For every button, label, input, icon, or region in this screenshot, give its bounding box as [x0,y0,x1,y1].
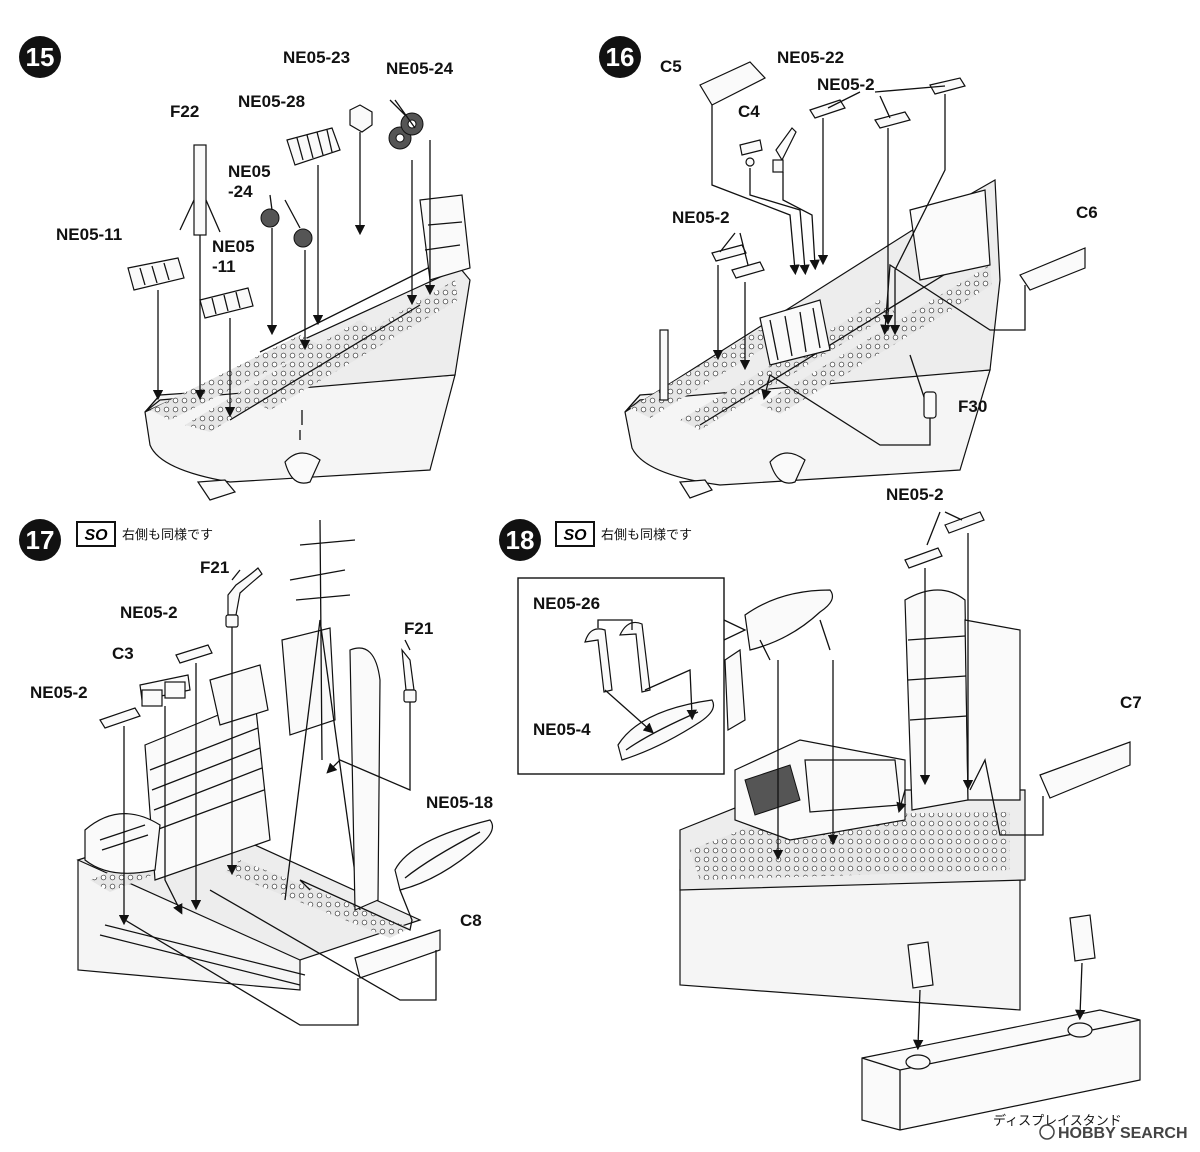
step-17-part-NE05-2-lower [99,707,141,740]
label-NE05-24: NE05-24 [386,59,454,78]
step-15-part-NE05-11b [199,287,254,319]
label-NE05-18: NE05-18 [426,793,493,812]
step-18-number: 18 [506,525,535,555]
step-18-detail-inset [517,577,747,775]
label-NE05-2-lower: NE05-2 [30,683,88,702]
step-16-part-C4 [739,139,763,167]
label-NE05-2-left: NE05-2 [672,208,730,227]
step-16-part-NE05-2-guns-left [711,244,765,279]
step-15-part-NE05-28 [286,127,341,166]
label-NE05-4: NE05-4 [533,720,591,739]
step-18-badge: SO [563,527,587,544]
step-16-number-badge: 16 [599,36,641,78]
label-NE05-28: NE05-28 [238,92,305,111]
step-17-number: 17 [26,525,55,555]
display-stand-diagram [861,914,1141,1131]
watermark: HOBBY SEARCH [1039,1124,1188,1142]
step-16-part-F30 [923,391,937,419]
step-18-symmetry-note: SO 右側も同様です [555,521,692,547]
label-NE05-11: NE05-11 [56,225,122,244]
step-16-panel: 16 [599,36,1098,499]
step-17-part-NE05-2-upper [175,644,213,675]
label-C7: C7 [1120,693,1142,712]
label-F30: F30 [958,397,987,416]
step-17-part-F21-right [401,648,417,703]
label-NE05-11-stacked-line1: NE05 [212,237,255,256]
step-18-ship-structure [679,589,1026,1011]
label-F21-right: F21 [404,619,433,638]
step-15-part-NE05-24-reels [388,112,424,150]
step-15-number: 15 [26,42,55,72]
label-C3: C3 [112,644,134,663]
step-16-part-NE05-22 [772,127,797,173]
label-NE05-11-stacked-line2: -11 [212,257,236,276]
step-15-panel: 15 [19,36,471,501]
step-16-part-C6 [1019,247,1086,292]
step-17-badge: SO [84,527,108,544]
watermark-logo-icon [1039,1124,1055,1140]
label-NE05-24-stacked: NE05 -24 [228,162,275,201]
step-15-part-NE05-24-small [260,208,313,248]
label-NE05-11-stacked: NE05 -11 [212,237,259,276]
step-18-number-badge: 18 [499,519,541,561]
label-NE05-23: NE05-23 [283,48,350,67]
step-18-part-NE05-2-guns [904,511,985,580]
step-15-number-badge: 15 [19,36,61,78]
label-C5: C5 [660,57,682,76]
step-18-panel: 18 SO 右側も同様です [499,485,1142,1131]
step-17-part-C3 [139,674,191,707]
step-18-part-C7 [1039,741,1131,806]
step-15-part-F22 [179,144,221,236]
step-15-part-NE05-23 [349,104,373,145]
step-17-number-badge: 17 [19,519,61,561]
label-C6: C6 [1076,203,1098,222]
label-NE05-2-top: NE05-2 [817,75,875,94]
label-F21-left: F21 [200,558,229,577]
step-17-symmetry-note: SO 右側も同様です [76,521,213,547]
step-17-ship-structure [76,519,422,991]
label-NE05-2-upper: NE05-2 [120,603,178,622]
step-18-note: 右側も同様です [601,527,692,542]
step-16-leader-lines [711,85,1026,446]
step-15-leader-lines [152,99,436,418]
step-15-part-NE05-11 [127,257,185,291]
label-NE05-24-stacked-line2: -24 [228,182,253,201]
watermark-text: HOBBY SEARCH [1058,1125,1188,1142]
step-17-note: 右側も同様です [122,527,213,542]
step-17-part-F21-left [225,567,263,628]
step-16-part-C5 [699,61,766,115]
step-17-panel: 17 SO 右側も同様です [19,519,493,1026]
step-17-leader-lines [118,569,437,1026]
label-C8: C8 [460,911,482,930]
display-stand-label: ディスプレイスタンド [993,1113,1122,1128]
step-17-part-NE05-18-boat [394,819,493,891]
label-C4: C4 [738,102,760,121]
step-17-part-C8 [354,929,441,988]
step-18-leader-lines [772,511,1044,861]
step-16-number: 16 [606,42,635,72]
label-NE05-24-stacked-line1: NE05 [228,162,271,181]
label-NE05-26: NE05-26 [533,594,600,613]
label-NE05-22: NE05-22 [777,48,844,67]
label-F22: F22 [170,102,199,121]
label-NE05-2-top: NE05-2 [886,485,944,504]
